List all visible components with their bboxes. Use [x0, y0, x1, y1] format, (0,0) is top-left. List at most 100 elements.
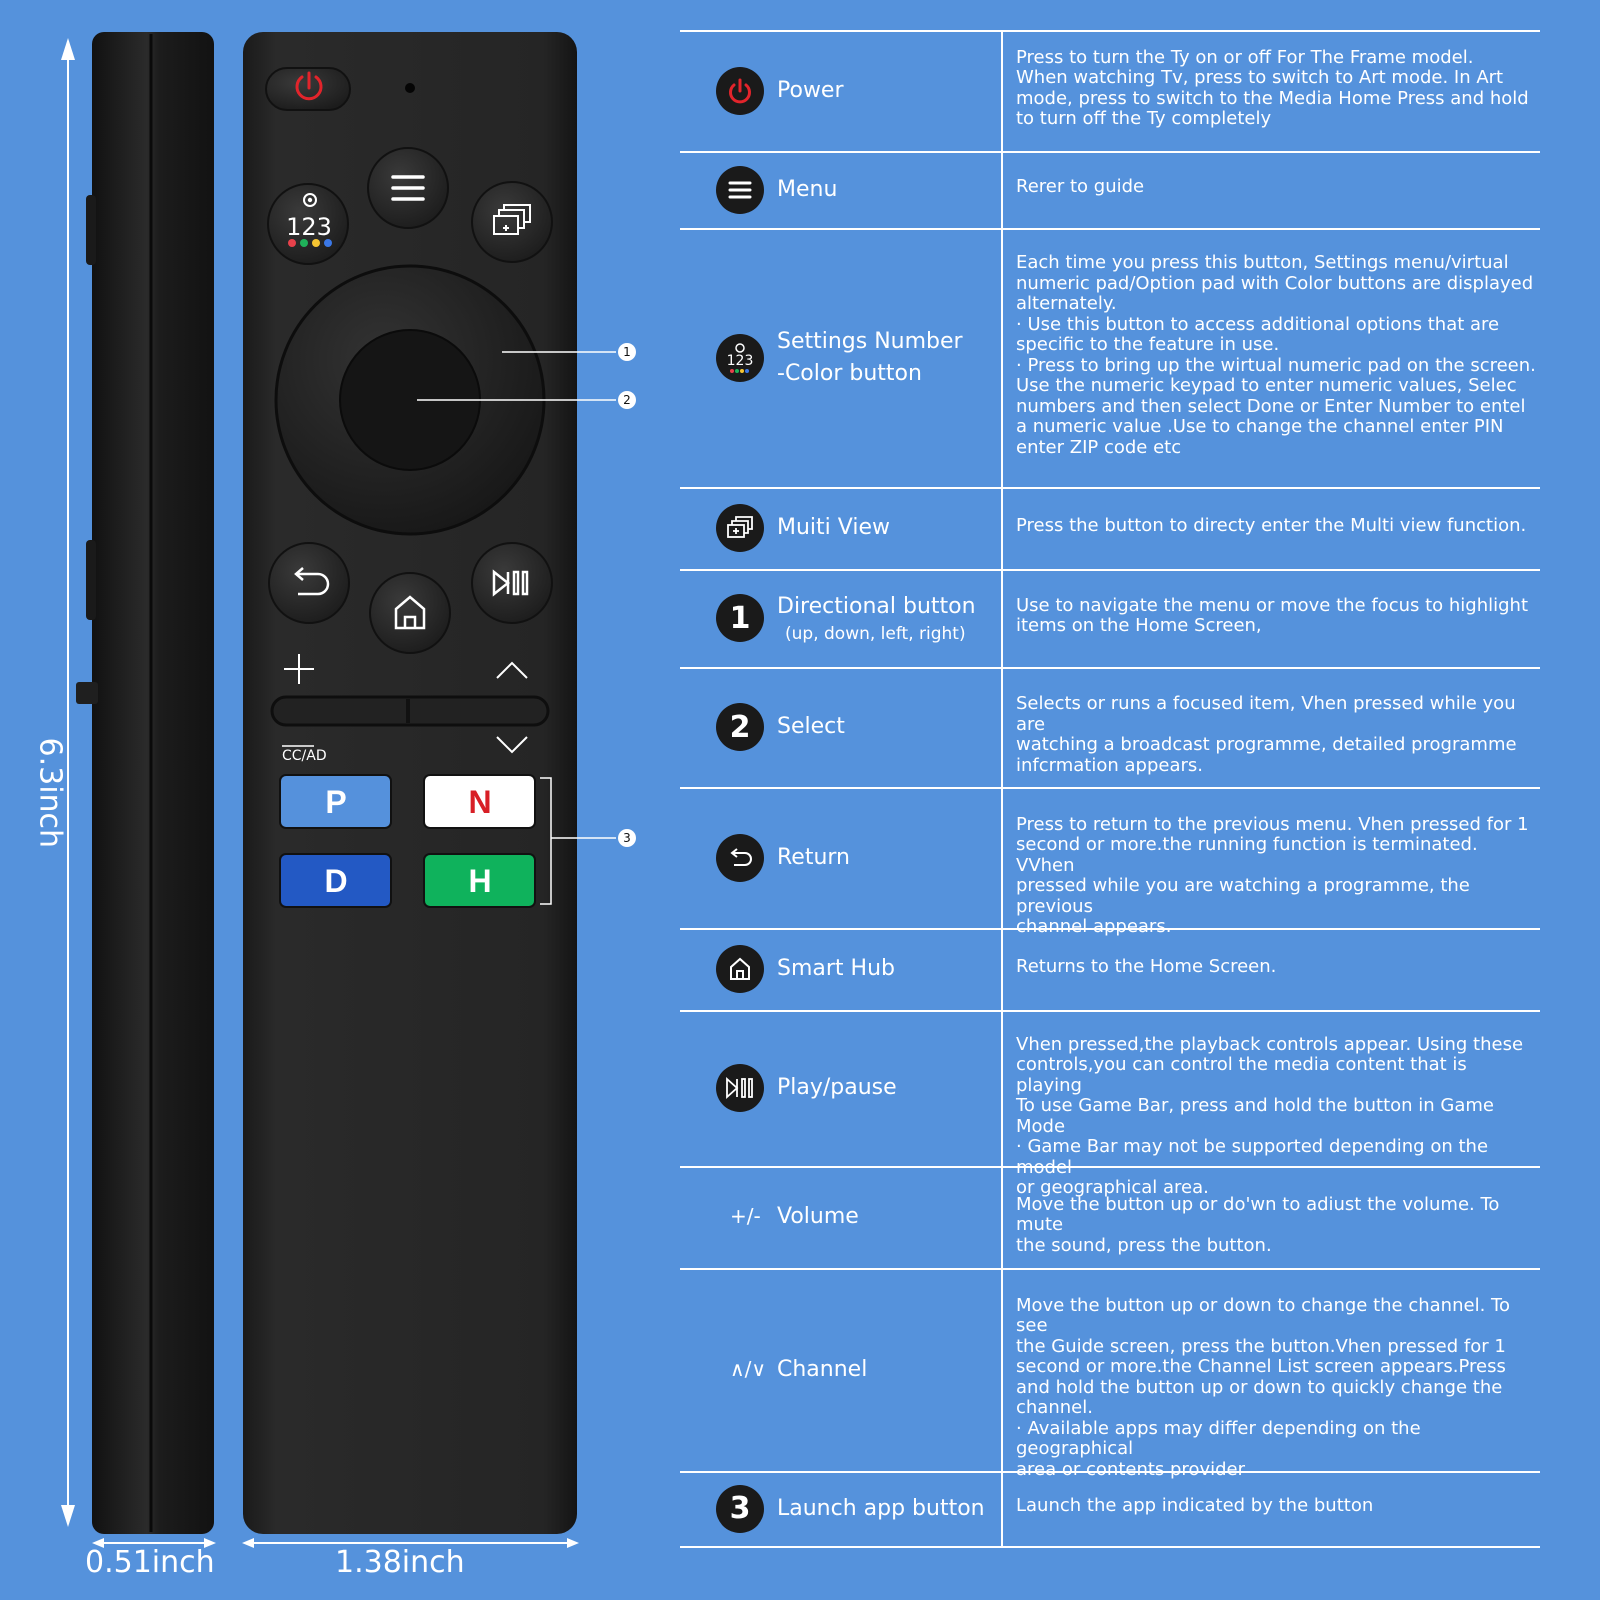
function-name: Power — [777, 75, 999, 107]
callout-badge-1 — [618, 343, 636, 361]
return-icon — [716, 833, 764, 882]
multi-view-icon — [716, 504, 764, 552]
function-description: Use to navigate the menu or move the foc… — [1016, 594, 1529, 636]
function-name-text: Volume — [777, 1204, 859, 1229]
function-name-text: Select — [777, 714, 845, 739]
number-badge-label: 3 — [729, 1491, 751, 1526]
power-button[interactable] — [265, 67, 351, 111]
table-divider — [680, 928, 1540, 930]
function-name-text: Power — [777, 77, 844, 103]
home-icon — [394, 595, 426, 630]
color-dot-green — [300, 239, 308, 247]
volume-channel-rocker[interactable] — [270, 695, 550, 727]
function-description: Selects or runs a focused item, Vhen pre… — [1016, 693, 1517, 776]
function-description: Returns to the Home Screen. — [1016, 955, 1277, 977]
color-dot-yellow — [312, 239, 320, 247]
callout-number-1: 1 — [623, 345, 631, 359]
function-name: Directional button(up, down, left, right… — [777, 591, 999, 645]
function-name-text: Return — [777, 844, 851, 870]
function-name: Settings Number -Color button — [777, 326, 999, 390]
number-badge: 3 — [716, 1484, 764, 1533]
number-badge-label: 2 — [729, 709, 751, 745]
function-name: Return — [777, 842, 999, 874]
channel-up-icon — [496, 661, 528, 679]
function-description: Press to return to the previous menu. Vh… — [1016, 813, 1529, 937]
function-name-text: Settings Number -Color button — [777, 328, 963, 386]
home-button[interactable] — [369, 572, 451, 654]
table-divider — [680, 1546, 1540, 1548]
app-button-p[interactable]: P — [279, 774, 392, 829]
app-letter: N — [468, 784, 491, 820]
function-description: Press the button to directy enter the Mu… — [1016, 514, 1527, 536]
function-name: Volume — [777, 1201, 999, 1233]
function-name-text: Channel — [777, 1356, 868, 1382]
table-divider — [680, 1166, 1540, 1168]
function-name-text: Launch app button — [777, 1495, 985, 1521]
height-arrow — [61, 38, 75, 1527]
app-button-n[interactable]: N — [423, 774, 536, 829]
table-divider — [680, 487, 1540, 489]
app-button-h[interactable]: H — [423, 853, 536, 908]
function-description: Launch the app indicated by the button — [1016, 1495, 1374, 1517]
function-description: Vhen pressed,the playback controls appea… — [1016, 1033, 1524, 1199]
depth-arrow — [92, 1538, 216, 1548]
table-divider — [680, 228, 1540, 230]
settings-number-label: 123 — [286, 213, 332, 241]
function-name: Menu — [777, 174, 999, 206]
multi-view-button[interactable] — [471, 181, 553, 263]
multi-view-icon — [493, 204, 531, 235]
height-dimension-label: 6.3inch — [32, 737, 68, 849]
function-name-text: Play/pause — [777, 1075, 897, 1100]
function-name: Channel — [777, 1354, 999, 1386]
color-dot-red — [288, 239, 296, 247]
app-letter: D — [324, 863, 347, 899]
remote-side-view — [76, 32, 214, 1534]
number-badge: 2 — [716, 703, 764, 751]
play-pause-icon — [716, 1064, 764, 1112]
return-button[interactable] — [268, 542, 350, 624]
function-name-text: Smart Hub — [777, 956, 895, 981]
function-description: Move the button up or do'wn to adiust th… — [1016, 1193, 1500, 1256]
table-divider — [680, 1268, 1540, 1270]
color-dot-blue — [324, 239, 332, 247]
remote-illustration: 1 2 3 — [61, 32, 636, 1548]
ir-sensor — [405, 83, 415, 93]
callout-badge-3 — [618, 829, 636, 847]
volume-symbol: +/- — [730, 1204, 761, 1228]
channel-down-icon — [496, 736, 528, 754]
settings-number-icon: 123 — [716, 333, 764, 382]
menu-icon — [716, 165, 764, 214]
settings-number-button[interactable]: 123 — [267, 183, 349, 265]
power-icon — [716, 66, 764, 115]
callout-badge-2 — [618, 391, 636, 409]
app-letter: P — [325, 784, 346, 820]
gear-icon — [303, 193, 317, 207]
function-subtitle: (up, down, left, right) — [785, 623, 966, 644]
depth-dimension-label: 0.51inch — [85, 1545, 215, 1580]
play-pause-button[interactable] — [471, 542, 553, 624]
table-divider — [680, 1010, 1540, 1012]
app-button-d[interactable]: D — [279, 853, 392, 908]
menu-button[interactable] — [367, 147, 449, 229]
home-icon — [716, 945, 764, 993]
function-description: Rerer to guide — [1016, 176, 1145, 198]
callout-number-3: 3 — [623, 831, 631, 845]
function-description: Move the button up or down to change the… — [1016, 1294, 1510, 1480]
table-divider — [680, 787, 1540, 789]
app-letter: H — [468, 863, 491, 899]
play-pause-icon — [492, 569, 529, 597]
function-name: Muiti View — [777, 512, 999, 544]
function-name: Smart Hub — [777, 953, 999, 985]
function-description: Each time you press this button, Setting… — [1016, 252, 1536, 458]
function-name: Launch app button — [777, 1493, 999, 1525]
function-name: Play/pause — [777, 1072, 999, 1104]
callout-bracket-3 — [540, 777, 552, 905]
width-arrow — [242, 1538, 579, 1548]
return-icon — [297, 572, 330, 596]
function-name: Select — [777, 711, 999, 743]
callout-number-2: 2 — [623, 393, 631, 407]
table-divider — [680, 151, 1540, 153]
table-divider — [680, 1471, 1540, 1473]
